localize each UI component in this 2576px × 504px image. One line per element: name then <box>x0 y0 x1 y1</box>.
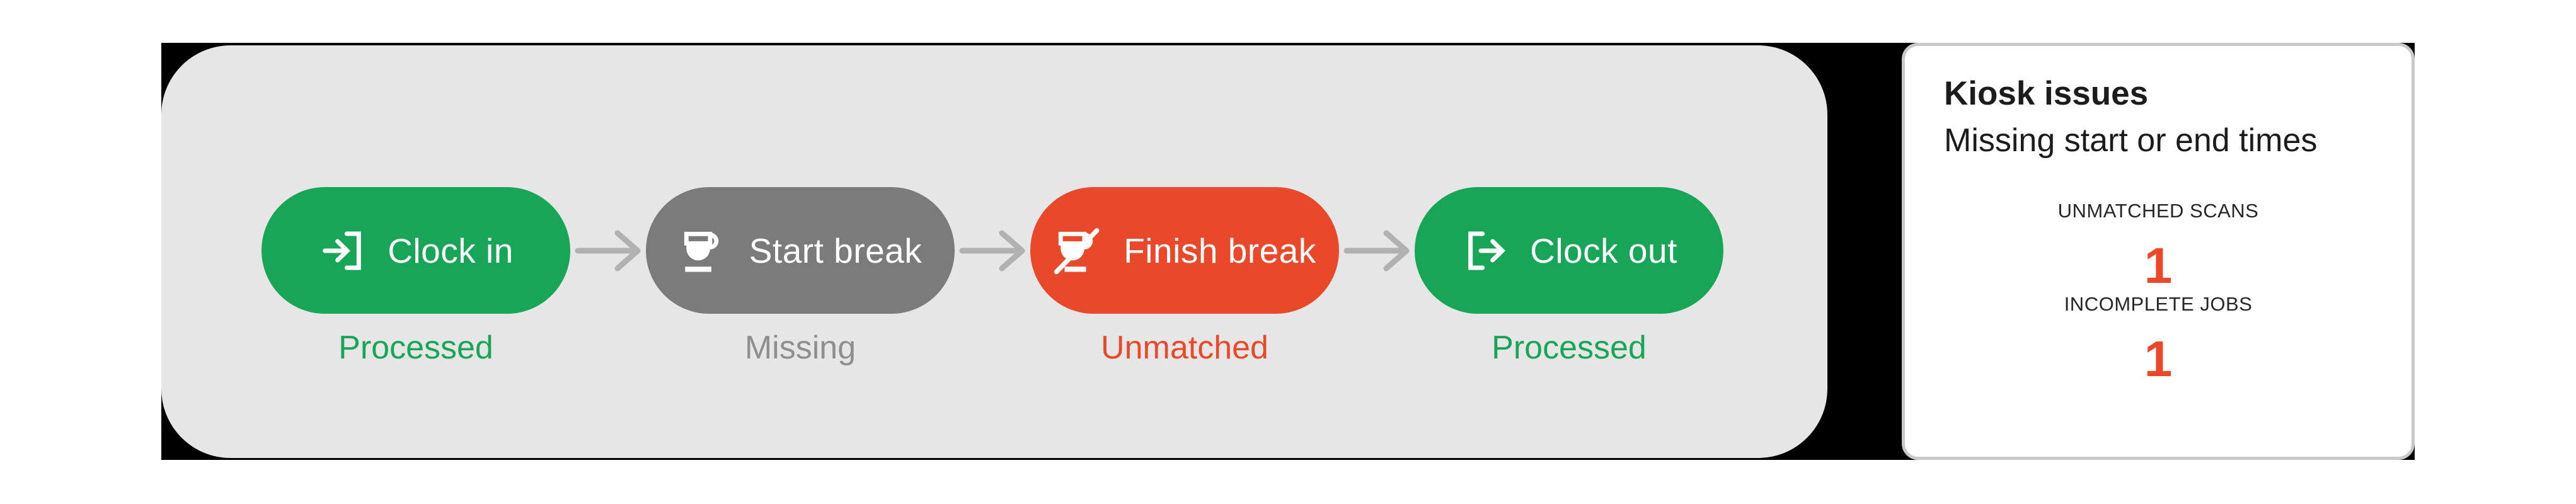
clock-in-status: Processed <box>338 329 493 366</box>
arrow-right-icon <box>1343 230 1410 271</box>
finish-break-status: Unmatched <box>1101 329 1268 366</box>
stat-label: UNMATCHED SCANS <box>2057 200 2259 222</box>
clock-out-label: Clock out <box>1530 231 1677 270</box>
arrow-right-icon <box>959 230 1025 271</box>
scan-flow-panel: Clock in Processed S <box>161 45 1827 458</box>
flow-step-clock-out: Clock out Processed <box>1415 187 1723 367</box>
start-break-button[interactable]: Start break <box>646 187 955 314</box>
clock-out-icon <box>1468 231 1506 270</box>
flow-arrow-3 <box>1339 187 1415 314</box>
stat-unmatched-scans: UNMATCHED SCANS 1 <box>1944 200 2372 293</box>
flow-arrow-2 <box>955 187 1030 314</box>
flow-step-start-break: Start break Missing <box>646 187 955 367</box>
kiosk-issues-card: Kiosk issues Missing start or end times … <box>1902 43 2415 460</box>
stat-label: INCOMPLETE JOBS <box>2064 293 2253 315</box>
clock-out-button[interactable]: Clock out <box>1415 187 1723 314</box>
clock-out-status: Processed <box>1492 329 1647 366</box>
arrow-right-icon <box>575 230 641 271</box>
scan-flow: Clock in Processed S <box>262 187 1723 367</box>
finish-break-button[interactable]: Finish break <box>1030 187 1339 314</box>
start-break-label: Start break <box>749 231 923 270</box>
finish-break-label: Finish break <box>1124 231 1316 270</box>
flow-step-clock-in: Clock in Processed <box>262 187 570 367</box>
start-break-status: Missing <box>744 329 856 366</box>
coffee-cup-icon <box>684 231 718 272</box>
flow-arrow-1 <box>570 187 646 314</box>
clock-in-label: Clock in <box>388 231 514 270</box>
stat-value: 1 <box>2144 331 2173 387</box>
coffee-cup-off-icon <box>1054 227 1100 274</box>
stat-incomplete-jobs: INCOMPLETE JOBS 1 <box>1944 293 2372 386</box>
card-subtitle: Missing start or end times <box>1944 122 2318 159</box>
clock-in-button[interactable]: Clock in <box>262 187 570 314</box>
clock-in-icon <box>323 231 362 270</box>
card-title: Kiosk issues <box>1944 75 2149 112</box>
stat-value: 1 <box>2144 238 2173 294</box>
flow-step-finish-break: Finish break Unmatched <box>1030 187 1339 367</box>
